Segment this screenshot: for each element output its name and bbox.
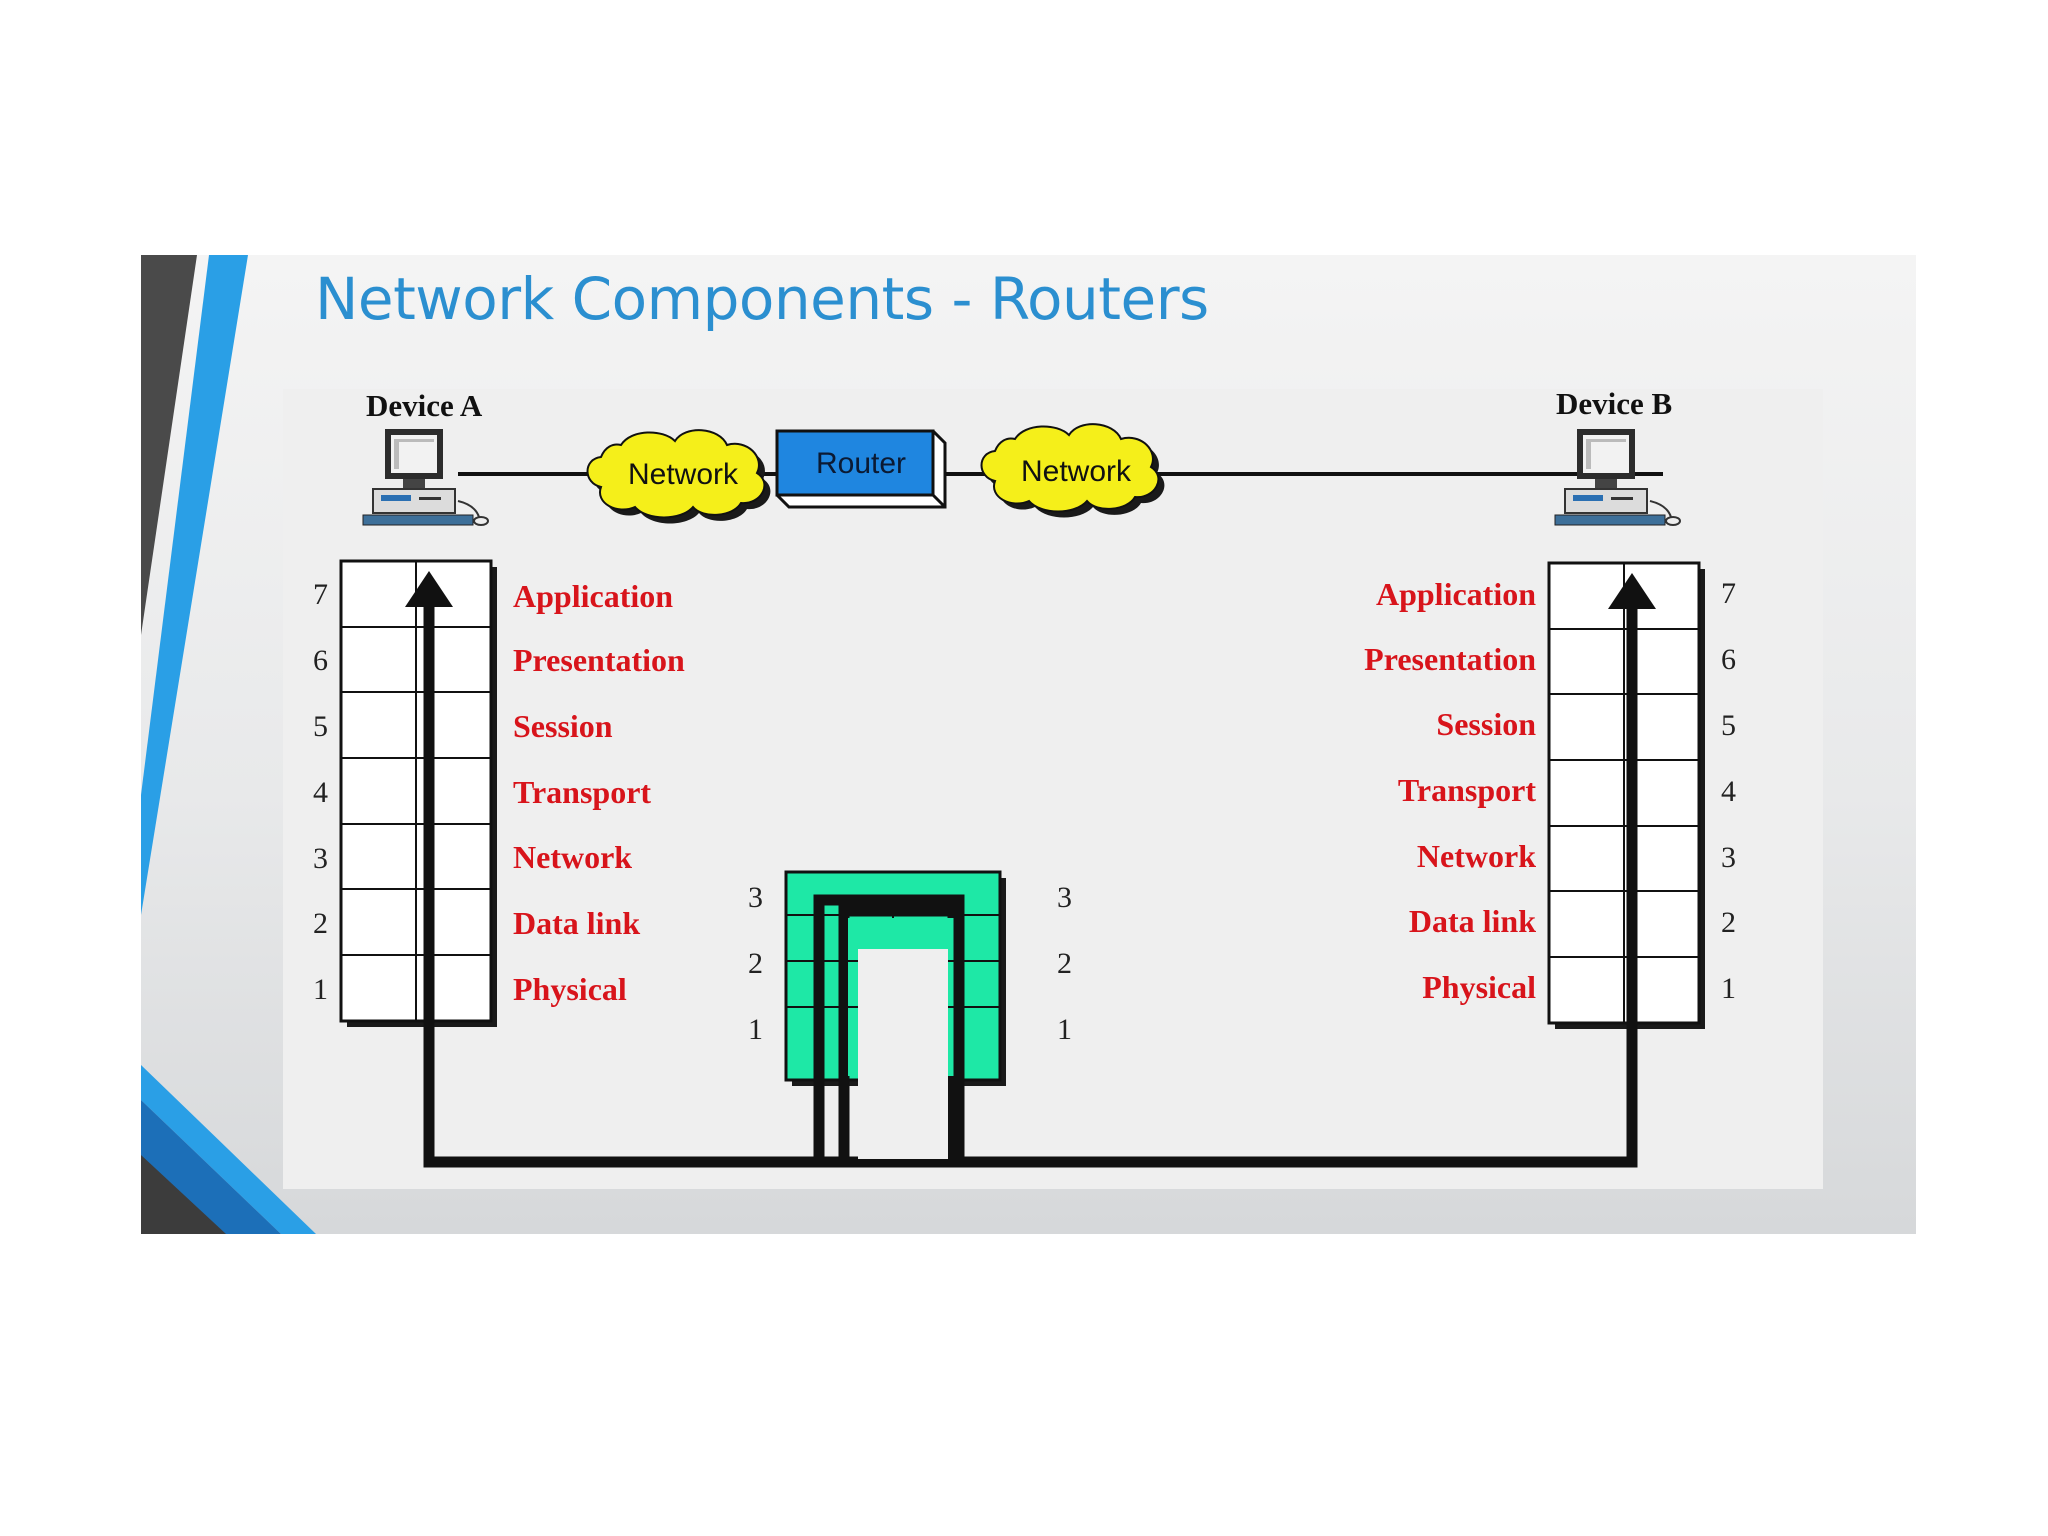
desktop-computer-icon: [362, 429, 489, 526]
network-cloud-right: Network: [980, 423, 1165, 518]
router-stack-numbers-right: 3 2 1: [1057, 881, 1072, 1046]
layer-name: Application: [1376, 576, 1536, 612]
layer-name: Presentation: [1364, 641, 1536, 677]
layer-num: 6: [313, 644, 328, 677]
layer-name: Data link: [513, 905, 640, 941]
layer-num: 3: [1721, 841, 1736, 874]
osi-stack-a: [339, 559, 497, 1027]
layer-num: 5: [313, 710, 328, 743]
arrow-up-b: [1608, 573, 1656, 609]
layer-name: Presentation: [513, 642, 685, 678]
layer-name: Network: [513, 839, 632, 875]
router-device: Router: [775, 429, 947, 509]
slide: Network Components - Routers Device A: [141, 255, 1916, 1234]
layer-name: Physical: [1422, 969, 1536, 1005]
stack-a-numbers: 7 6 5 4 3 2 1: [313, 578, 328, 1006]
layer-name: Physical: [513, 971, 627, 1007]
layer-name: Data link: [1409, 903, 1536, 939]
dark-stripe-top: [141, 255, 197, 635]
layer-num: 1: [1057, 1013, 1072, 1046]
stack-b-labels: Application Presentation Session Transpo…: [1364, 576, 1536, 1005]
layer-num: 7: [313, 578, 328, 611]
layer-num: 1: [313, 973, 328, 1006]
layer-num: 3: [1057, 881, 1072, 914]
router-label: Router: [816, 447, 906, 480]
layer-num: 2: [748, 947, 763, 980]
layer-num: 7: [1721, 577, 1736, 610]
dark-wedge-bottom: [141, 1155, 226, 1234]
router-stack-numbers-left: 3 2 1: [748, 881, 763, 1046]
router-inner-path: [813, 894, 965, 1162]
layer-name: Transport: [513, 774, 651, 810]
layer-name: Session: [1436, 706, 1536, 742]
layer-num: 2: [1057, 947, 1072, 980]
slide-decoration: [141, 255, 316, 1234]
layer-num: 6: [1721, 643, 1736, 676]
layer-name: Network: [1417, 838, 1536, 874]
arrow-up-a: [405, 571, 453, 607]
slide-title: Network Components - Routers: [315, 265, 1209, 333]
router-diagram: Device A Network: [313, 389, 1736, 1168]
layer-name: Session: [513, 708, 613, 744]
layer-num: 3: [313, 842, 328, 875]
layer-num: 2: [1721, 906, 1736, 939]
router-stack-inner-gap: [858, 949, 948, 1159]
layer-num: 4: [1721, 775, 1736, 808]
device-b-label: Device B: [1556, 389, 1672, 421]
layer-num: 3: [748, 881, 763, 914]
cloud-icon: [586, 429, 771, 524]
layer-name: Transport: [1398, 772, 1536, 808]
data-path-segment: [429, 604, 1638, 1168]
layer-num: 2: [313, 907, 328, 940]
cloud-icon: [980, 423, 1165, 518]
blue-stripe-top: [141, 255, 248, 915]
router-box-icon: [775, 429, 947, 509]
layer-num: 4: [313, 776, 328, 809]
network-right-label: Network: [1021, 455, 1132, 488]
stack-a-labels: Application Presentation Session Transpo…: [513, 578, 685, 1007]
blue-stripe-bottom: [141, 1065, 316, 1234]
desktop-computer-icon: [1554, 429, 1681, 526]
network-cloud-left: Network: [586, 429, 771, 524]
layer-num: 1: [1721, 972, 1736, 1005]
device-a-label: Device A: [366, 389, 483, 423]
layer-num: 5: [1721, 709, 1736, 742]
diagram-panel: Device A Network: [283, 389, 1823, 1189]
network-left-label: Network: [628, 458, 739, 491]
layer-num: 1: [748, 1013, 763, 1046]
layer-name: Application: [513, 578, 673, 614]
stack-b-numbers: 7 6 5 4 3 2 1: [1721, 577, 1736, 1005]
